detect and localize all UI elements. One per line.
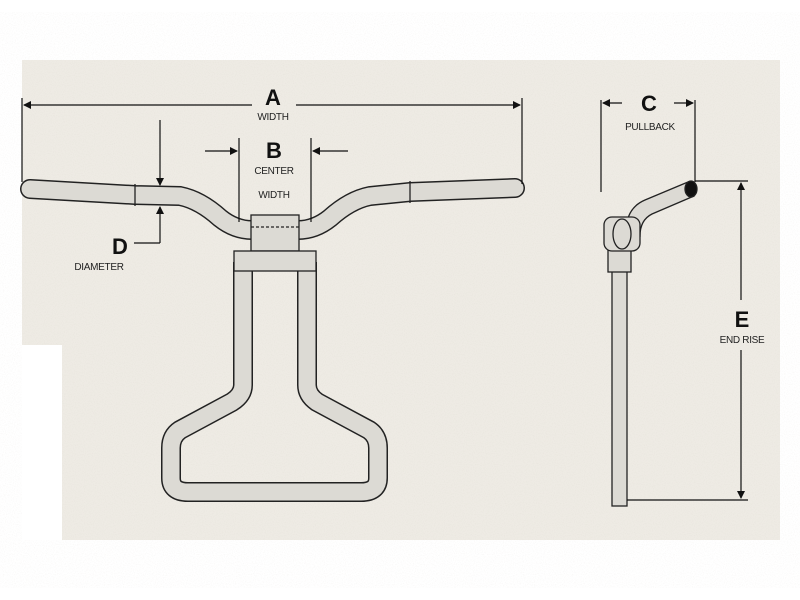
label-d-letter: D xyxy=(112,234,128,259)
riser-loop xyxy=(162,262,387,501)
label-e-letter: E xyxy=(735,307,750,332)
label-c-caption: PULLBACK xyxy=(625,122,675,133)
riser-block xyxy=(233,250,317,272)
label-a-caption: WIDTH xyxy=(257,112,288,123)
dimension-lines-side xyxy=(600,99,748,501)
front-view xyxy=(20,178,525,502)
label-e-caption: END RISE xyxy=(720,335,765,346)
label-b-letter: B xyxy=(266,138,282,163)
bar-clamp xyxy=(250,214,300,252)
label-c-letter: C xyxy=(641,91,657,116)
side-view xyxy=(603,180,698,507)
dimension-lines-front xyxy=(21,98,523,244)
bar-end xyxy=(684,180,698,198)
label-b-caption-line1: CENTER xyxy=(254,166,293,177)
side-riser-block xyxy=(607,249,632,273)
label-b-caption-line2: WIDTH xyxy=(258,190,289,201)
background-gap xyxy=(22,345,62,540)
label-d-caption: DIAMETER xyxy=(74,262,123,273)
label-a-letter: A xyxy=(265,85,281,110)
side-riser-tube xyxy=(611,269,628,507)
